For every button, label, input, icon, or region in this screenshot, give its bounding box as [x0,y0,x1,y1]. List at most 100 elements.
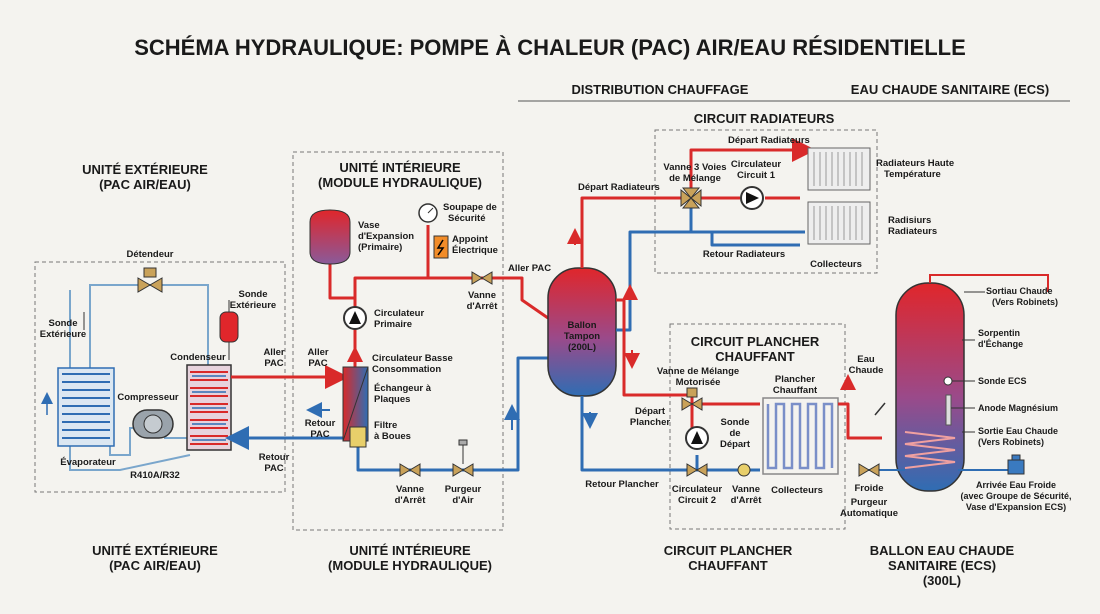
bottom-outdoor-line2: (PAC AIR/EAU) [109,558,201,573]
label-sortiau-2: (Vers Robinets) [992,297,1058,307]
label-ext-aller-1: Aller [263,347,284,358]
label-retour-plancher: Retour Plancher [585,479,659,490]
label-depart-plancher-2: Plancher [630,417,670,428]
compressor-icon [132,409,174,439]
label-sonde-ecs: Sonde ECS [978,376,1027,386]
label-tampon-3: (200L) [568,342,596,353]
label-filtre-2: à Boues [374,431,411,442]
label-purgeur-auto-1: Purgeur [851,497,888,508]
label-int-retour-2: PAC [310,429,329,440]
air-vent-icon [452,439,474,477]
label-filtre-1: Filtre [374,420,397,431]
sludge-filter-icon [349,426,367,448]
outdoor-title-line1: UNITÉ EXTÉRIEURE [82,162,208,177]
label-rad-haute-2: Température [884,169,941,180]
indoor-title-line2: (MODULE HYDRAULIQUE) [318,175,482,190]
label-aller-pac-out: Aller PAC [508,263,551,274]
label-eau-chaude-2: Chaude [849,365,884,376]
floor-isolation-valve-icon [686,463,708,477]
label-evaporateur: Évaporateur [60,457,116,468]
label-vanne-bottom-2: d'Arrêt [395,495,427,506]
primary-pump-icon [343,306,367,330]
label-vanne-top-1: Vanne [468,290,496,301]
automatic-vent-icon [858,463,880,477]
label-vase-2: d'Expansion [358,231,414,242]
label-echangeur-1: Échangeur à [374,383,432,394]
label-vanne3-2: de Mélange [669,173,721,184]
label-vanne-bottom-1: Vanne [396,484,424,495]
label-circ2-1: Circulateur [672,484,722,495]
label-serpentin-2: d'Échange [978,339,1023,349]
radiator-circuit-box [654,129,878,274]
label-retour-radiateurs: Retour Radiateurs [703,249,785,260]
label-sonde-1: Sonde [48,318,77,329]
bottom-floor-line2: CHAUFFANT [688,558,767,573]
label-ext-retour-1: Retour [259,452,290,463]
bottom-indoor-line1: UNITÉ INTÉRIEURE [349,543,471,558]
label-ext-aller-2: PAC [264,358,283,369]
leader-arrow [874,402,886,416]
label-depart-plancher-1: Départ [635,406,666,417]
label-circ1-2: Circuit 1 [737,170,776,181]
header-circuit-radiateurs: CIRCUIT RADIATEURS [694,111,835,126]
label-appoint-2: Électrique [452,245,498,256]
label-floor-collecteurs: Collecteurs [771,485,823,496]
label-sonde-2: Extérieure [40,329,86,340]
label-plancher-chauffant-2: Chauffant [773,385,818,396]
pipe-depart-top [689,138,816,188]
label-circ-basse-1: Circulateur Basse [372,353,453,364]
label-circ-prim-1: Circulateur [374,308,424,319]
label-radisiurs-1: Radisiurs [888,215,931,226]
label-rad-collecteurs: Collecteurs [810,259,862,270]
label-circ2-2: Circuit 2 [678,495,716,506]
dhw-sensor-icon [943,376,953,386]
label-sonde-depart-2: de [729,428,740,439]
outdoor-title-line2: (PAC AIR/EAU) [99,177,191,192]
header-ecs: EAU CHAUDE SANITAIRE (ECS) [851,82,1049,97]
label-plancher-vanne-2: Motorisée [676,377,721,388]
electric-heater-icon [433,235,449,259]
header-distribution: DISTRIBUTION CHAUFFAGE [572,82,749,97]
anode-icon [945,394,952,426]
label-vanne-top-2: d'Arrêt [467,301,499,312]
pipe-arrivee-froide [958,456,1017,471]
pipe-eau-chaude [838,402,882,440]
label-refrigerant: R410A/R32 [130,470,180,481]
bottom-floor-line1: CIRCUIT PLANCHER [664,543,793,558]
header-plancher-line2: CHAUFFANT [715,349,794,364]
label-arrivee-3: Vase d'Expansion ECS) [966,502,1066,512]
isolation-valve-bottom-icon [399,463,421,477]
label-int-aller-1: Aller [307,347,328,358]
label-eau-chaude-1: Eau [857,354,875,365]
label-sortie-chaude-1: Sortie Eau Chaude [978,426,1058,436]
label-floor-vanne-1: Vanne [732,484,760,495]
motorized-mixing-valve-icon [681,387,703,411]
label-detendeur: Détendeur [127,249,174,260]
cold-water-inlet-icon [1007,454,1025,475]
expansion-valve-icon [137,267,163,293]
bottom-indoor-line2: (MODULE HYDRAULIQUE) [328,558,492,573]
label-vase-3: (Primaire) [358,242,402,253]
label-sortie-chaude-2: (Vers Robinets) [978,437,1044,447]
label-soupape-1: Soupape de [443,202,497,213]
radiator-low-icon [807,201,871,245]
label-appoint-1: Appoint [452,234,489,245]
label-condenseur: Condenseur [170,352,226,363]
pipe-depart-plancher [616,298,694,430]
pipe-depart-radiateurs [580,196,682,268]
page-title: SCHÉMA HYDRAULIQUE: POMPE À CHALEUR (PAC… [134,35,966,60]
label-tampon-1: Ballon [567,320,596,331]
isolation-valve-top-icon [471,271,493,285]
label-sonde-depart-1: Sonde [720,417,749,428]
label-ext-retour-2: PAC [264,463,283,474]
pipe-retour-radiateurs [616,230,805,332]
radiator-high-temp-icon [807,147,871,191]
label-sonde-ext-2: Extérieure [230,300,276,311]
label-plancher-vanne-1: Vanne de Mélange [657,366,739,377]
underfloor-coil-icon [762,397,839,475]
evaporator-icon [57,367,115,447]
bottom-ecs-line3: (300L) [923,573,961,588]
label-purgeur-2: d'Air [452,495,474,506]
